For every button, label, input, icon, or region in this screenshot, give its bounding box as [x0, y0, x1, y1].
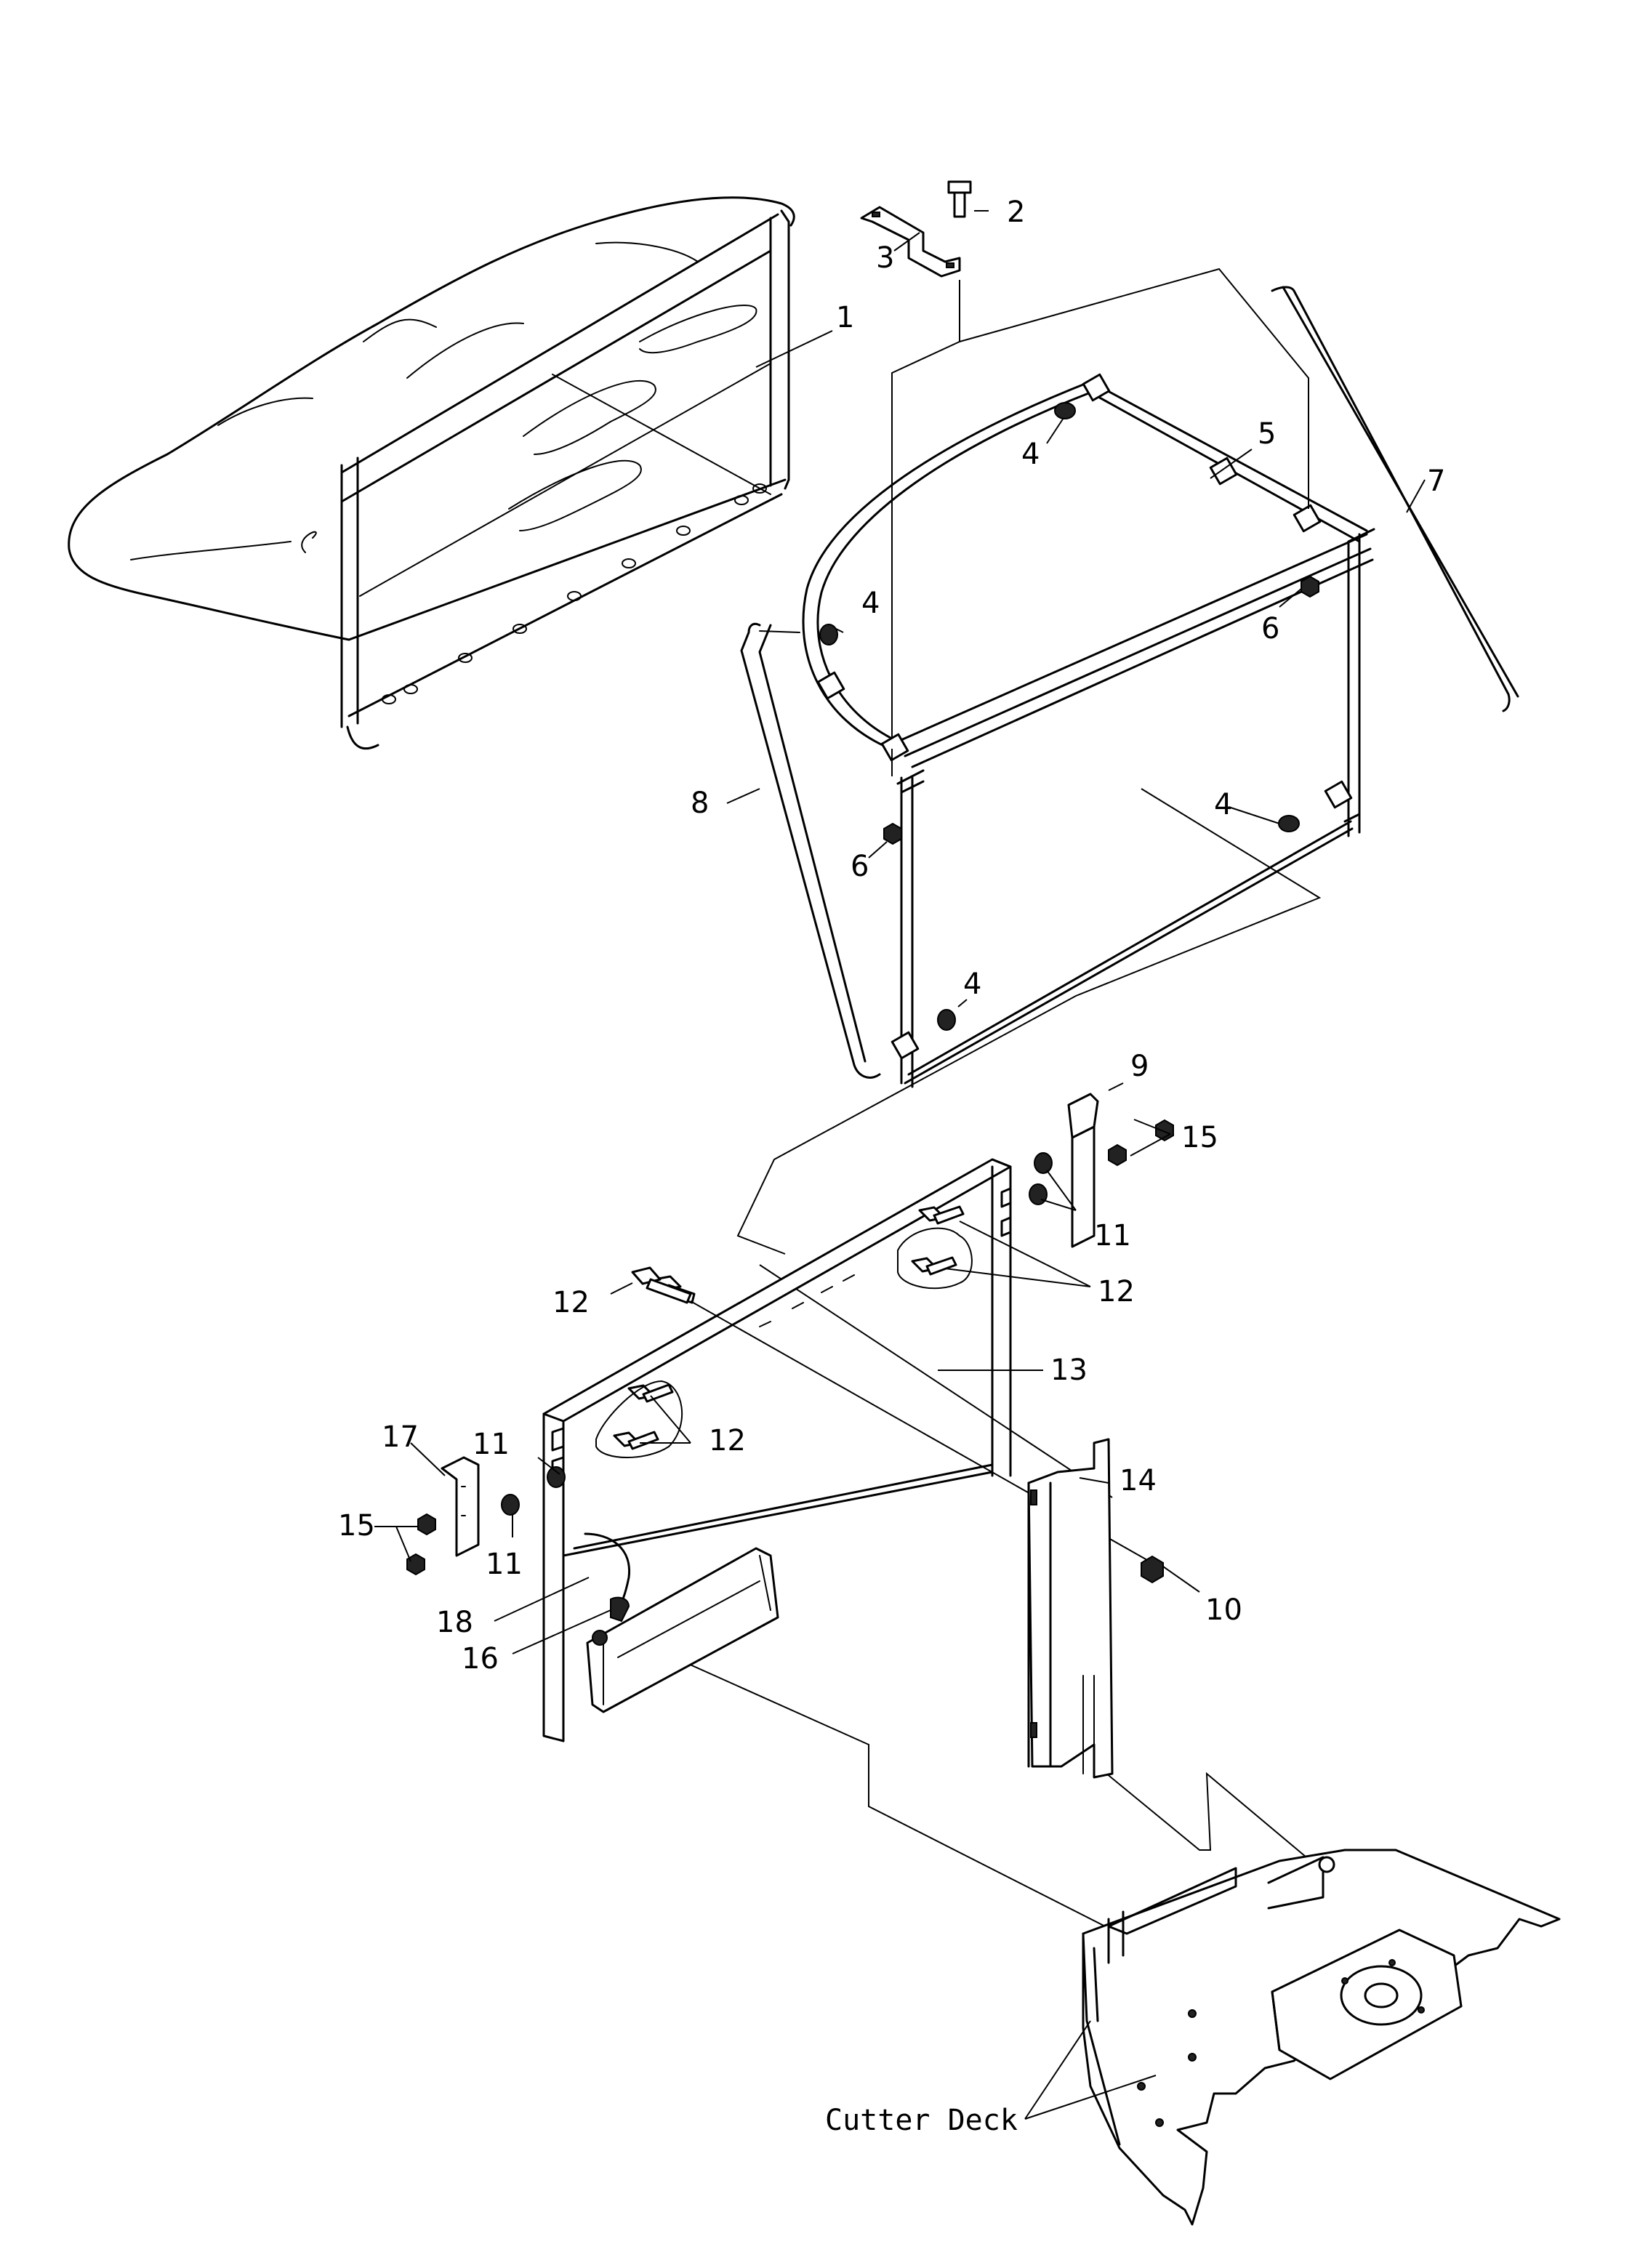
rod-part-7 — [1271, 286, 1519, 712]
callout-5: 5 — [1258, 417, 1276, 451]
handle-bar — [586, 1547, 779, 1713]
cutaway-clouds — [595, 1227, 973, 1458]
callout-11: 11 — [1094, 1219, 1131, 1252]
callout-16: 16 — [462, 1642, 499, 1676]
bracket-part-9 — [1067, 1093, 1099, 1248]
nut-part-6 — [883, 575, 1319, 845]
rod-part-8 — [740, 622, 881, 1079]
nut-part-15 — [406, 1119, 1174, 1576]
callout-1: 1 — [836, 301, 854, 334]
bracket-part-3 — [860, 206, 961, 278]
bolt-part-12-long — [631, 1266, 692, 1304]
bolt-part-12 — [613, 1205, 965, 1450]
callout-11: 11 — [473, 1428, 510, 1461]
cutter-deck — [1082, 1849, 1561, 2226]
construction-lines — [624, 268, 1322, 1934]
callout-12: 12 — [709, 1424, 746, 1457]
frame-bracket-part-5 — [816, 373, 1353, 1060]
bracket-part-17 — [441, 1456, 480, 1557]
callout-8: 8 — [691, 787, 709, 820]
bag-frame-assembly — [740, 286, 1519, 1088]
side-plate-part-14 — [1027, 1438, 1114, 1779]
tether-part-18 — [584, 1532, 631, 1622]
callout-2: 2 — [1007, 196, 1025, 229]
callout-15: 15 — [338, 1509, 375, 1543]
callout-12: 12 — [1098, 1275, 1135, 1308]
chute-frame-part-13 — [542, 1158, 1012, 1742]
leader-lines — [374, 210, 1426, 2120]
grass-bag-part-1 — [68, 196, 795, 750]
callout-4: 4 — [861, 587, 880, 620]
callout-4: 4 — [1021, 438, 1040, 471]
callout-7: 7 — [1427, 465, 1445, 498]
callout-18: 18 — [436, 1606, 473, 1639]
callout-17: 17 — [382, 1420, 419, 1454]
nut-part-4 — [819, 402, 1300, 1031]
callout-12: 12 — [552, 1286, 590, 1319]
callout-6: 6 — [851, 850, 869, 883]
callout-11: 11 — [486, 1548, 523, 1581]
washer-part-11 — [501, 1152, 1053, 1516]
callout-4: 4 — [1214, 788, 1232, 821]
callout-4: 4 — [963, 968, 981, 1001]
callout-3: 3 — [876, 241, 894, 275]
callout-6: 6 — [1261, 612, 1279, 646]
cutter-deck-label: Cutter Deck — [825, 2104, 1018, 2137]
callout-13: 13 — [1050, 1354, 1088, 1387]
callout-9: 9 — [1130, 1050, 1149, 1083]
callout-labels: 1 2 3 4 4 4 4 5 6 6 7 8 9 10 11 11 11 12… — [338, 196, 1445, 2137]
callout-10: 10 — [1205, 1593, 1242, 1627]
callout-14: 14 — [1120, 1464, 1157, 1497]
bolt-part-2 — [947, 180, 972, 218]
callout-15: 15 — [1181, 1121, 1218, 1154]
